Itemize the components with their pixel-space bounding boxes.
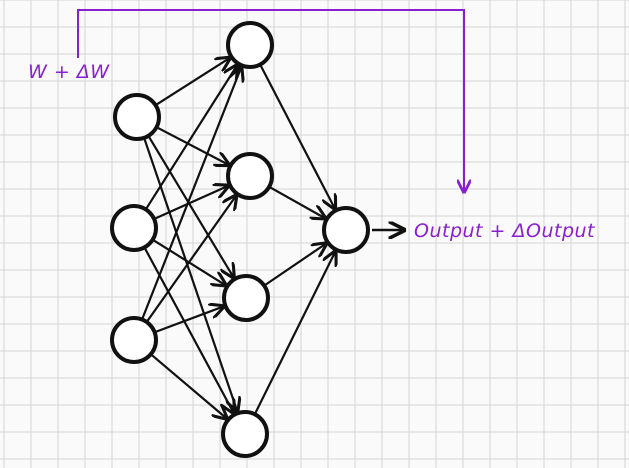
input-neuron <box>110 204 158 252</box>
hidden-neuron <box>221 410 269 458</box>
hidden-neuron <box>222 274 270 322</box>
output-label: Output + ΔOutput <box>414 220 596 242</box>
neurons <box>110 21 370 458</box>
input-neuron <box>113 93 161 141</box>
feedback-path <box>77 9 464 192</box>
connection-arrow <box>141 67 241 320</box>
connections <box>141 58 336 419</box>
connection-arrow <box>143 137 237 411</box>
connection-arrow <box>147 135 233 278</box>
hidden-neuron <box>226 152 274 200</box>
connection-arrow <box>155 126 229 165</box>
connection-arrow <box>268 185 325 218</box>
connection-arrow <box>145 196 236 323</box>
connection-arrow <box>153 186 228 221</box>
connection-arrow <box>259 64 335 209</box>
connection-arrow <box>253 252 336 415</box>
input-neuron <box>110 316 158 364</box>
hidden-neuron <box>226 21 274 69</box>
output-neuron <box>322 206 370 254</box>
connection-arrow <box>154 58 230 107</box>
weight-update-label: W + ΔW <box>28 61 110 83</box>
connection-arrow <box>263 243 326 287</box>
connection-arrow <box>154 306 224 334</box>
connection-arrow <box>150 353 227 418</box>
connection-arrow <box>144 65 237 211</box>
